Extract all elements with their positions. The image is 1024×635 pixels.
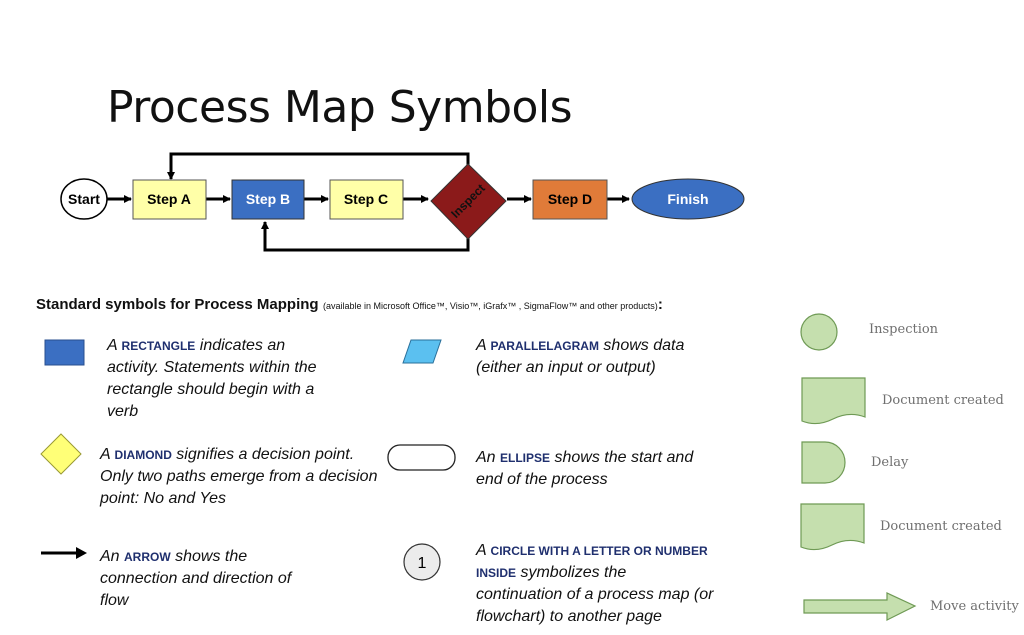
section-subtitle: Standard symbols for Process Mapping (av… xyxy=(36,296,663,314)
loop-bottom-connector xyxy=(261,221,470,252)
document-created-icon-2 xyxy=(800,503,865,551)
diamond-description: A DIAMOND signifies a decision point. On… xyxy=(100,446,378,507)
diamond-keyword: DIAMOND xyxy=(114,448,172,462)
parallelogram-description: A PARALLELAGRAM shows data (either an in… xyxy=(476,337,685,376)
circle-symbol-icon: 1 xyxy=(403,543,441,581)
start-node xyxy=(60,178,108,220)
step-d-box xyxy=(532,179,608,220)
step-a-box xyxy=(132,179,207,220)
document-created-icon xyxy=(801,377,866,425)
ellipse-description: An ELLIPSE shows the start and end of th… xyxy=(476,449,694,488)
subtitle-note: (available in Microsoft Office™, Visio™,… xyxy=(323,301,658,311)
diamond-symbol-icon xyxy=(40,433,82,475)
legend-document-created-label-2: Document created xyxy=(880,519,1002,534)
arrow-description: An ARROW shows the connection and direct… xyxy=(100,548,292,609)
parallelogram-symbol-icon xyxy=(402,339,442,364)
parallelogram-keyword: PARALLELAGRAM xyxy=(490,339,599,353)
subtitle-main: Standard symbols for Process Mapping xyxy=(36,296,319,313)
circle-keyword: CIRCLE WITH A LETTER OR NUMBER INSIDE xyxy=(476,544,708,580)
inspect-diamond xyxy=(430,163,507,240)
inspection-circle-icon xyxy=(800,313,838,351)
move-activity-arrow-icon xyxy=(803,592,917,621)
ellipse-keyword: ELLIPSE xyxy=(500,451,551,465)
loop-top-connector xyxy=(167,152,470,180)
circle-number: 1 xyxy=(418,555,427,572)
finish-label: Finish xyxy=(667,191,708,207)
legend-move-activity-label: Move activity xyxy=(930,599,1019,614)
legend-inspection-label: Inspection xyxy=(869,322,939,337)
arrow-symbol-icon xyxy=(41,547,87,559)
rectangle-symbol-icon xyxy=(44,339,85,366)
step-b-box xyxy=(231,179,305,220)
step-b-label: Step B xyxy=(246,191,290,207)
rectangle-description: A RECTANGLE indicates an activity. State… xyxy=(107,337,317,420)
delay-icon xyxy=(801,441,846,484)
page-title: Process Map Symbols xyxy=(107,82,573,133)
step-a-label: Step A xyxy=(147,191,191,207)
rectangle-keyword: RECTANGLE xyxy=(121,339,196,353)
ellipse-symbol-icon xyxy=(387,444,456,471)
finish-node xyxy=(631,178,745,220)
step-d-label: Step D xyxy=(548,191,592,207)
legend-document-created-label-1: Document created xyxy=(882,393,1004,408)
step-c-box xyxy=(329,179,404,220)
subtitle-colon: : xyxy=(657,296,663,313)
start-label: Start xyxy=(68,191,100,207)
legend-delay-label: Delay xyxy=(871,455,909,470)
step-c-label: Step C xyxy=(344,191,388,207)
arrow-keyword: ARROW xyxy=(124,550,171,564)
circle-description: A CIRCLE WITH A LETTER OR NUMBER INSIDE … xyxy=(476,542,714,625)
